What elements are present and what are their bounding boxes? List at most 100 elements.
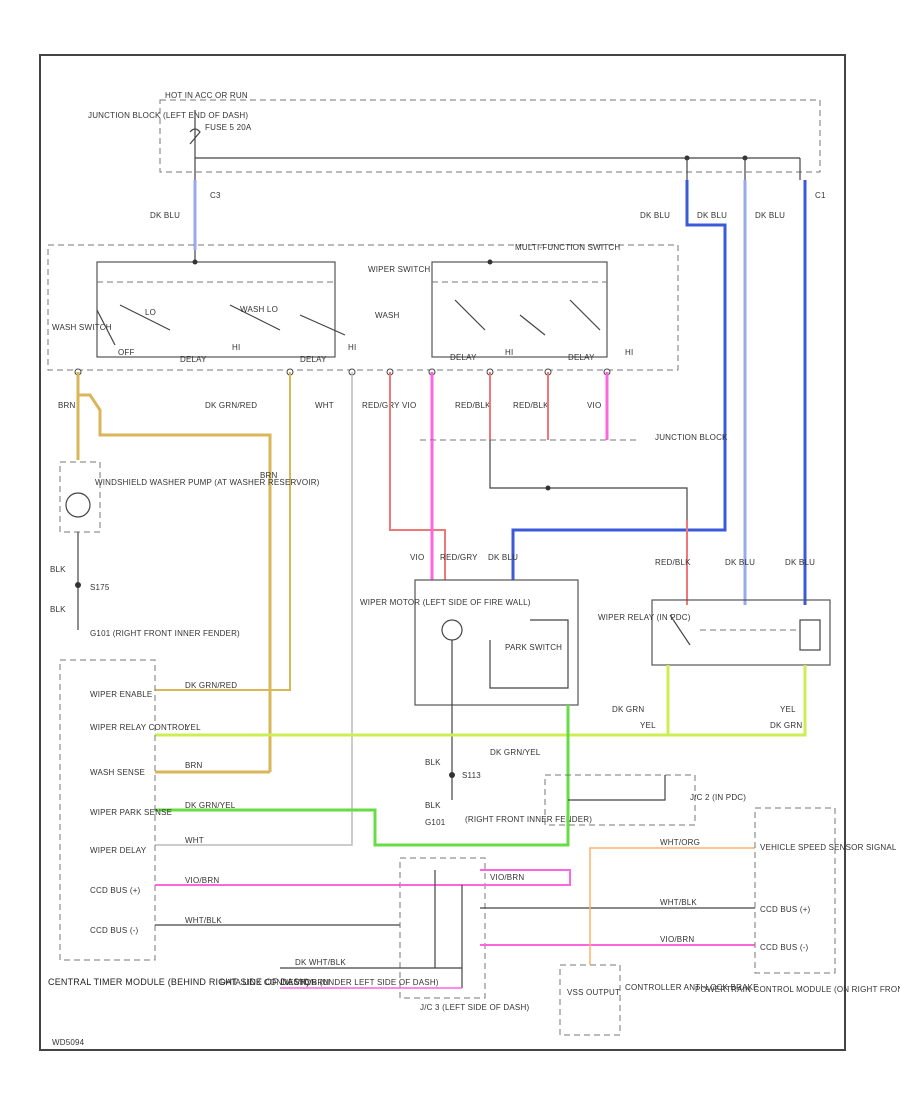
wire-code-dk-blu: DK BLU — [488, 553, 518, 562]
hot-in-label: HOT IN ACC OR RUN — [165, 91, 248, 100]
abs-controller-label: CONTROLLER ANTI-LOCK BRAKE — [625, 983, 759, 992]
splice-dot — [487, 259, 493, 265]
wire-code-brn: BRN — [185, 761, 203, 770]
wire-code-dk-blu: DK BLU — [640, 211, 670, 220]
relay-contact — [669, 614, 691, 646]
wire-code-dk-blu: DK BLU — [785, 558, 815, 567]
wire-code-vio-brn: VIO/BRN — [490, 873, 524, 882]
wire-code-yel: YEL — [185, 723, 201, 732]
wire-code-vio-brn: VIO/BRN — [185, 876, 219, 885]
wire-code-dk-blu: DK BLU — [697, 211, 727, 220]
wire-ccd-plus-jc3 — [400, 869, 571, 886]
wiper-motor-label: WIPER MOTOR (LEFT SIDE OF FIRE WALL) — [360, 598, 531, 607]
mfs-label: MULTI-FUNCTION SWITCH — [515, 243, 620, 252]
jc2-wire — [568, 775, 666, 801]
ctm-relay-control: WIPER RELAY CONTROL — [90, 723, 189, 732]
wash-lo-label: WASH LO — [240, 305, 278, 314]
wire-code-dk-blu: DK BLU — [150, 211, 180, 220]
ground-g101-mid-label: G101 — [425, 818, 446, 827]
dlc-label: DATA LINK CONNECTOR (UNDER LEFT SIDE OF … — [220, 978, 439, 987]
abs-controller-box — [559, 964, 621, 1036]
c1-label: C1 — [815, 191, 826, 200]
junction-block-box — [159, 99, 821, 173]
wire-brn — [76, 372, 272, 555]
switch-blade — [569, 299, 601, 331]
wire-code-dk-grn-red: DK GRN/RED — [205, 401, 257, 410]
ground-g101-label: G101 (RIGHT FRONT INNER FENDER) — [90, 629, 240, 638]
wire-code-brn: BRN — [260, 471, 278, 480]
wire-code-dk-grn-red: DK GRN/RED — [185, 681, 237, 690]
wiper-motor-box — [414, 579, 579, 706]
fuse-label: FUSE 5 20A — [205, 123, 252, 132]
washer-switch-blade — [96, 309, 116, 346]
jc2-box — [544, 774, 696, 826]
pcm-ccd-plus: CCD BUS (+) — [760, 905, 811, 914]
wire-code-yel: YEL — [780, 705, 796, 714]
wire-code-dk-grn: DK GRN — [770, 721, 802, 730]
pcm-box — [754, 807, 836, 974]
bright-front-label: (RIGHT FRONT INNER FENDER) — [465, 815, 592, 824]
wire-code-dk-wht-blk: DK WHT/BLK — [295, 958, 346, 967]
wiper-relay-box — [651, 599, 831, 666]
ctm-park-sense: WIPER PARK SENSE — [90, 808, 172, 817]
wire-code-dk-blu: DK BLU — [755, 211, 785, 220]
wire-code-wht-blk: WHT/BLK — [185, 916, 222, 925]
wire-dk-blu-motor — [511, 180, 727, 580]
jc3-label: J/C 3 (LEFT SIDE OF DASH) — [420, 1003, 529, 1012]
delay-switch-group — [431, 261, 608, 358]
s175-label: S175 — [90, 583, 110, 592]
wire-code-wht: WHT — [315, 401, 334, 410]
hi-label: HI — [505, 348, 513, 357]
delay-label: DELAY — [568, 353, 595, 362]
s113-label: S113 — [462, 771, 481, 780]
wire-code-vio-brn: VIO/BRN — [295, 978, 329, 987]
pcm-vss: VEHICLE SPEED SENSOR SIGNAL — [760, 843, 897, 852]
wire-code-wht-org: WHT/ORG — [660, 838, 700, 847]
pcm-label: POWERTRAIN CONTROL MODULE (ON RIGHT FRON… — [695, 985, 900, 994]
junction-block-label: JUNCTION BLOCK (LEFT END OF DASH) — [88, 111, 248, 120]
pcm-ccd-minus: CCD BUS (-) — [760, 943, 809, 952]
wire-code-dk-grn-yel: DK GRN/YEL — [490, 748, 541, 757]
wire-code-brn: BRN — [58, 401, 76, 410]
wire-code-vio: VIO — [410, 553, 424, 562]
splice-dot — [545, 485, 551, 491]
wire-code-blk: BLK — [425, 801, 441, 810]
wire-code-red-blk: RED/BLK — [455, 401, 491, 410]
wire-code-dk-grn-yel: DK GRN/YEL — [185, 801, 236, 810]
wire-wht — [155, 372, 353, 846]
vss-output-label: VSS OUTPUT — [567, 988, 620, 997]
switch-blade — [519, 314, 546, 336]
switch-blade — [229, 304, 281, 331]
junction-block-right-label: JUNCTION BLOCK — [655, 433, 728, 442]
wire-dk-grn-yel — [155, 705, 570, 847]
switch-blade — [119, 304, 171, 331]
wire-wht-org — [589, 847, 755, 965]
wire-dk-grn-red — [155, 372, 291, 691]
fuse-icon — [189, 128, 201, 145]
ctm-label: CENTRAL TIMER MODULE (BEHIND RIGHT SIDE … — [48, 977, 309, 987]
motor-icon — [441, 619, 463, 641]
wash-label: WASH — [375, 311, 400, 320]
ctm-ccd-minus: CCD BUS (-) — [90, 926, 139, 935]
ctm-box — [59, 659, 156, 961]
park-switch-wire — [489, 619, 569, 689]
splice-s175 — [75, 582, 81, 588]
ctm-wash-sense: WASH SENSE — [90, 768, 145, 777]
splice-dot — [192, 259, 198, 265]
switch-blade — [299, 314, 346, 336]
washer-pump-box — [59, 461, 101, 533]
wire-code-dk-blu: DK BLU — [725, 558, 755, 567]
washer-switch-label: WASH SWITCH — [52, 323, 112, 332]
multi-function-switch-box — [47, 244, 679, 371]
wire-code-red-blk: RED/BLK — [513, 401, 549, 410]
pump-label: WINDSHIELD WASHER PUMP (AT WASHER RESERV… — [95, 478, 320, 487]
jc3-box — [399, 857, 486, 999]
ctm-ccd-plus: CCD BUS (+) — [90, 886, 141, 895]
wire-code-blk: BLK — [50, 605, 66, 614]
wire-code-yel: YEL — [640, 721, 656, 730]
footer-code: WD5094 — [52, 1038, 85, 1047]
splice-s113 — [449, 772, 455, 778]
wire-yel — [668, 665, 807, 737]
wire-code-wht: WHT — [185, 836, 204, 845]
